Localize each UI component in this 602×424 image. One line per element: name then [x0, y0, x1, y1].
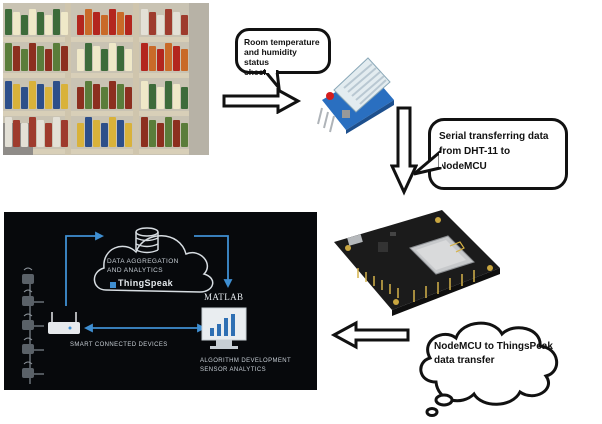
- room-bubble-line3: check: [244, 67, 269, 77]
- room-bubble-line1: Room temperature: [244, 37, 320, 47]
- cloud-label-line1: DATA AGGREGATION: [107, 258, 179, 265]
- matlab-label: MATLAB: [204, 292, 244, 302]
- serial-bubble-line1: Serial transferring data: [439, 131, 549, 142]
- arrow-right-1: [222, 88, 302, 114]
- database-icon: [135, 227, 159, 254]
- monitor-chart-icon: [201, 307, 247, 349]
- cloud-icon: [419, 321, 558, 417]
- sensor-icon: [317, 57, 394, 134]
- devices-label: SMART CONNECTED DEVICES: [70, 342, 168, 348]
- algorithm-label-line2: SENSOR ANALYTICS: [200, 367, 266, 373]
- dht11-sensor-image: [317, 57, 394, 134]
- thingspeak-brand: ThingSpeak: [118, 278, 174, 288]
- arrow-left: [330, 320, 410, 350]
- pantry-shelves-image: [3, 3, 209, 155]
- cloud-icon: [93, 235, 214, 293]
- wifi-icon: [23, 267, 33, 365]
- transfer-line1: NodeMCU to ThingsPeak: [434, 341, 553, 352]
- room-temperature-bubble: Room temperature and humidity status che…: [235, 28, 331, 77]
- nodemcu-board-image: [334, 210, 500, 316]
- cloud-label-line2: AND ANALYTICS: [107, 267, 164, 274]
- serial-bubble-tail: [413, 150, 442, 176]
- transfer-line2: data transfer: [434, 355, 495, 366]
- router-icon: [48, 312, 80, 334]
- serial-transfer-bubble: Serial transferring data from DHT-11 to …: [428, 118, 568, 190]
- thingspeak-transfer-text: NodeMCU to ThingsPeak data transfer: [434, 340, 553, 368]
- serial-bubble-line3: NodeMCU: [439, 161, 487, 172]
- arrow-down: [390, 106, 418, 196]
- room-bubble-tail: [263, 70, 281, 90]
- serial-bubble-line2: from DHT-11 to: [439, 146, 511, 157]
- thingspeak-panel: DATA AGGREGATION AND ANALYTICS ThingSpea…: [4, 212, 317, 390]
- thought-cloud-bubble: [419, 321, 558, 417]
- algorithm-label-line1: ALGORITHM DEVELOPMENT: [200, 358, 292, 364]
- room-bubble-line2: and humidity status: [244, 47, 297, 67]
